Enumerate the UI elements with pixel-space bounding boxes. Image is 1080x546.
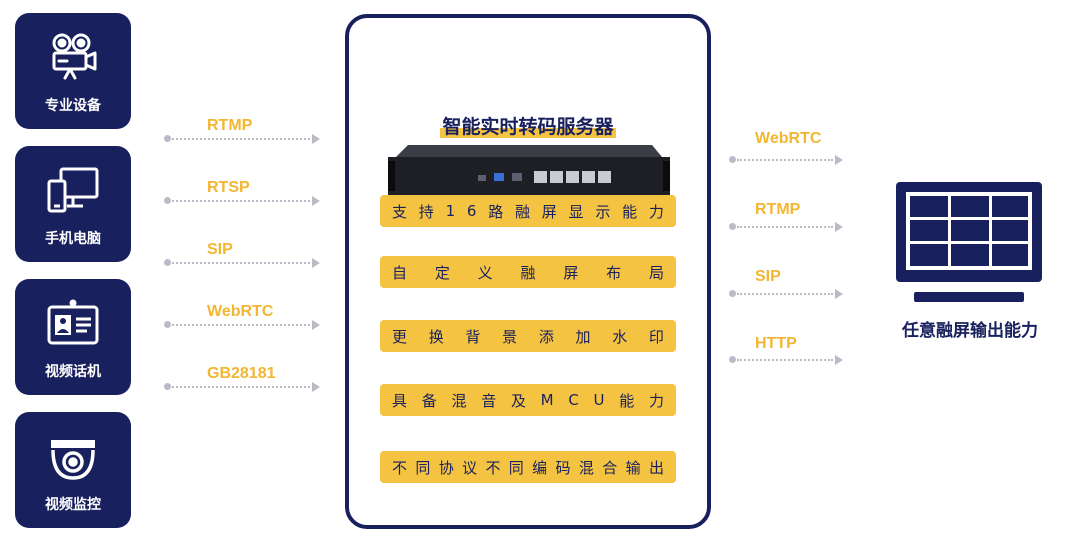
device-label: 手机电脑 [45,231,101,247]
input-protocol-label: WebRTC [207,303,274,320]
output-arrow [729,352,843,368]
input-protocol-label: GB28181 [207,365,276,382]
device-label: 专业设备 [45,98,101,114]
input-protocol-label: RTSP [207,179,250,196]
phone-computer-icon [47,167,99,213]
output-protocol-label: SIP [755,268,781,285]
device-professional: 专业设备 [15,13,131,129]
surveillance-camera-icon [51,440,95,480]
feature-2: 自定义融屏布局 [380,256,676,288]
input-arrow [164,131,320,147]
device-surveillance: 视频监控 [15,412,131,528]
feature-3: 更换背景添加水印 [380,320,676,352]
feature-5: 不同协议不同编码混合输出 [380,451,676,483]
output-arrow [729,219,843,235]
device-video-phone: 视频话机 [15,279,131,395]
output-arrow [729,286,843,302]
output-protocol-label: WebRTC [755,130,822,147]
input-arrow [164,193,320,209]
output-protocol-label: RTMP [755,201,801,218]
output-protocol-label: HTTP [755,335,797,352]
input-arrow [164,255,320,271]
monitor-grid-icon [896,182,1042,302]
device-label: 视频话机 [45,364,101,380]
device-phone-computer: 手机电脑 [15,146,131,262]
input-arrow [164,379,320,395]
input-protocol-label: SIP [207,241,233,258]
output-arrow [729,152,843,168]
input-protocol-label: RTMP [207,117,253,134]
video-phone-icon [47,299,99,345]
device-label: 视频监控 [45,497,101,513]
output-label: 任意融屏输出能力 [902,321,1038,341]
input-arrow [164,317,320,333]
camera-icon [52,33,97,80]
server-title: 智能实时转码服务器 [440,116,616,138]
server-icon [388,145,670,203]
